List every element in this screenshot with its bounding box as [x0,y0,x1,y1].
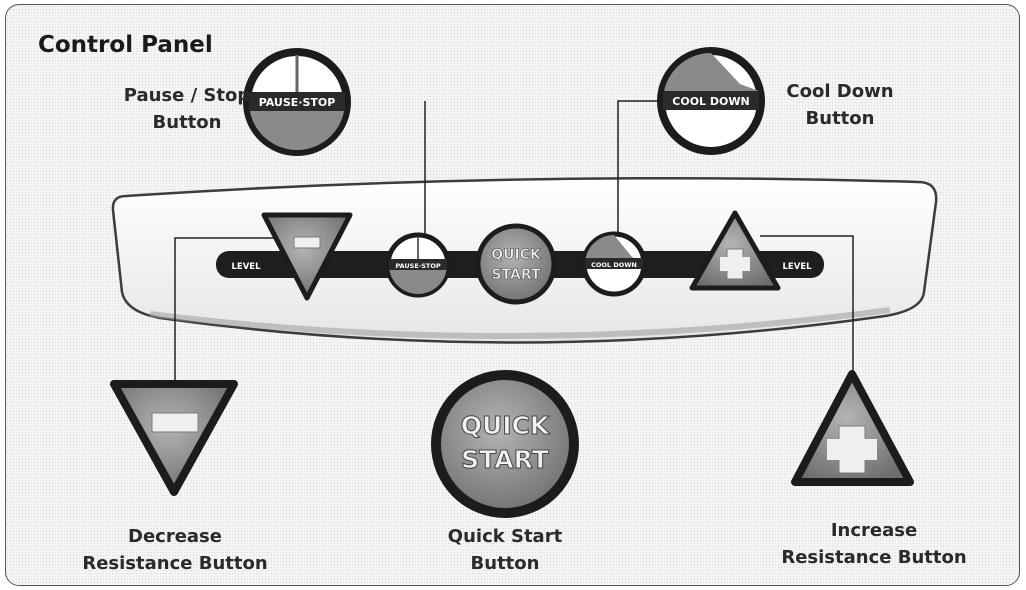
increase-caption: Increase Resistance Button [764,517,984,571]
increase-caption-line-1: Increase [830,520,918,541]
cool-down-caption: Cool Down Button [770,78,910,132]
level-label-left: LEVEL [231,262,261,272]
cool-down-caption-line-2: Button [805,108,875,129]
decrease-caption-line-2: Resistance Button [82,553,268,574]
decrease-caption-line-1: Decrease [128,526,222,547]
quick-start-caption: Quick Start Button [430,523,580,577]
leader-line-cool [617,100,664,247]
pause-stop-caption-line-2: Button [152,112,222,133]
console-cool-down-button[interactable]: COOL DOWN [581,231,647,297]
leader-line-increase [760,235,854,382]
console-cool-down-text: COOL DOWN [591,261,637,269]
quick-start-text-2: START [461,445,549,474]
increase-caption-line-2: Resistance Button [781,547,967,568]
increase-resistance-button[interactable] [791,370,914,486]
console-increase-button[interactable] [689,210,781,291]
pause-stop-button[interactable]: PAUSE·STOP [243,48,351,156]
cool-down-button[interactable]: COOL DOWN [657,47,765,155]
console-pause-stop-text: PAUSE·STOP [395,262,441,270]
pause-stop-caption: Pause / Stop Button [112,82,262,136]
quick-start-caption-line-2: Button [470,553,540,574]
decrease-caption: Decrease Resistance Button [65,523,285,577]
cool-down-caption-line-1: Cool Down [786,81,894,102]
leader-line-decrease [174,237,318,397]
pause-stop-caption-line-1: Pause / Stop [123,85,251,106]
console-quick-start-button[interactable]: QUICK START [475,223,557,305]
quick-start-text-1: QUICK [461,411,551,440]
level-label-right: LEVEL [782,262,812,272]
quick-start-caption-line-1: Quick Start [447,526,563,547]
console-decrease-button[interactable] [261,212,353,301]
pause-stop-button-text: PAUSE·STOP [259,96,336,109]
cool-down-button-text: COOL DOWN [672,95,749,108]
page-title: Control Panel [38,32,213,58]
leader-lines [174,100,854,397]
console-quick-text: QUICK [491,247,542,263]
decrease-resistance-button[interactable] [110,380,238,496]
console-start-text: START [491,267,541,283]
quick-start-button[interactable]: QUICK START [431,370,579,518]
console-pause-stop-button[interactable]: PAUSE·STOP [385,232,451,298]
